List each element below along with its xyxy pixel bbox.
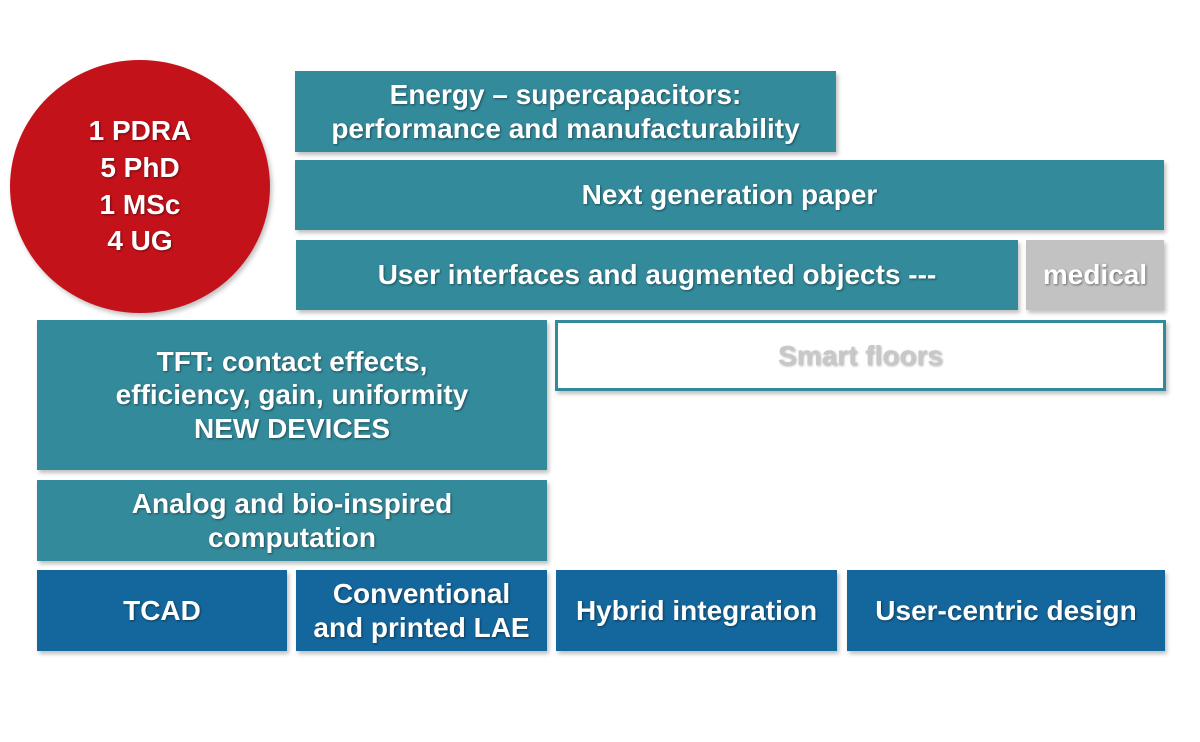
printed-lae-box: Conventional and printed LAE (296, 570, 547, 651)
tft-line-1: TFT: contact effects, (156, 345, 428, 377)
staff-phd: 5 PhD (100, 151, 180, 183)
tcad-box: TCAD (37, 570, 287, 651)
lae-line-2: and printed LAE (313, 611, 530, 643)
staff-circle: 1 PDRA 5 PhD 1 MSc 4 UG (10, 60, 270, 313)
energy-line-1: Energy – supercapacitors: (389, 78, 742, 110)
analog-computation-box: Analog and bio-inspired computation (37, 480, 547, 561)
smart-floors-label: Smart floors (778, 339, 943, 371)
user-interfaces-box: User interfaces and augmented objects --… (296, 240, 1018, 310)
medical-box: medical (1026, 240, 1164, 310)
tft-line-3: NEW DEVICES (193, 412, 391, 444)
lae-line-1: Conventional (332, 577, 511, 609)
user-interfaces-label: User interfaces and augmented objects --… (377, 259, 937, 291)
next-generation-paper-box: Next generation paper (295, 160, 1164, 230)
analog-line-2: computation (208, 521, 376, 553)
staff-msc: 1 MSc (99, 188, 181, 220)
medical-label: medical (1042, 259, 1148, 291)
energy-line-2: performance and manufacturability (331, 112, 800, 144)
staff-pdra: 1 PDRA (88, 114, 192, 146)
energy-box: Energy – supercapacitors: performance an… (295, 71, 836, 152)
tcad-label: TCAD (123, 594, 201, 626)
smart-floors-box: Smart floors (555, 320, 1166, 391)
staff-ug: 4 UG (107, 225, 173, 257)
user-centric-design-label: User-centric design (875, 594, 1137, 626)
hybrid-integration-box: Hybrid integration (556, 570, 837, 651)
analog-line-1: Analog and bio-inspired (131, 487, 453, 519)
next-generation-paper-label: Next generation paper (581, 179, 878, 211)
hybrid-integration-label: Hybrid integration (575, 594, 818, 626)
user-centric-design-box: User-centric design (847, 570, 1165, 651)
tft-line-2: efficiency, gain, uniformity (115, 379, 469, 411)
tft-box: TFT: contact effects, efficiency, gain, … (37, 320, 547, 470)
